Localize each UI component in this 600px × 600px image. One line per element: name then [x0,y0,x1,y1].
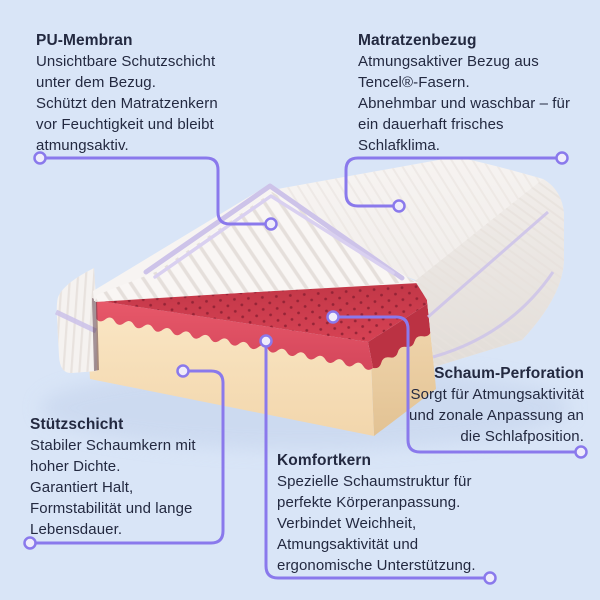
cover-crevice-shadow [92,298,99,371]
leader-dot [555,151,569,165]
foam-red-front-face [86,300,373,370]
foam-red-side-face [368,303,431,369]
leader-line-stuetzschicht [28,369,225,545]
foam-cream-front-face [86,309,374,436]
flap-piping-inner [153,194,395,279]
leader-line-matratzenbezug [344,156,564,208]
cover-zipper-lower [432,271,555,359]
callout-title: PU-Membran [36,32,133,49]
leader-lines [28,156,583,580]
leader-dot [176,364,190,378]
callout-title: Stützschicht [30,416,124,433]
end-cap-piping [54,309,98,334]
callout-title: Matratzenbezug [358,32,477,49]
callout-title: Komfortkern [277,452,372,469]
leader-dot [264,217,278,231]
cover-end-cap [54,268,99,374]
quilt-surface [95,192,415,302]
leader-dot [33,151,47,165]
foam-red-top-face [93,282,429,342]
leader-dot [23,536,37,550]
leader-line-pu-membran [38,156,273,226]
mattress-cover [272,157,564,367]
leader-dots [23,151,588,585]
leader-dot [259,334,273,348]
perforation-dots [93,282,429,342]
leader-dot [483,571,497,585]
leader-dot [392,199,406,213]
leader-line-schaum-perforation [331,315,583,454]
flap-piping-outer [143,183,405,281]
leader-line-komfortkern [264,339,492,580]
leader-dot [326,310,340,324]
callout-komfortkern: Komfortkern Spezielle Schaumstruktur für… [277,450,527,576]
cover-zipper-upper [427,210,549,319]
leader-dot [574,445,588,459]
callout-title: Schaum-Perforation [434,365,584,382]
pu-membrane-quilt [93,183,419,302]
callout-schaum-perforation: Schaum-Perforation Sorgt für Atmungsakti… [339,363,584,447]
